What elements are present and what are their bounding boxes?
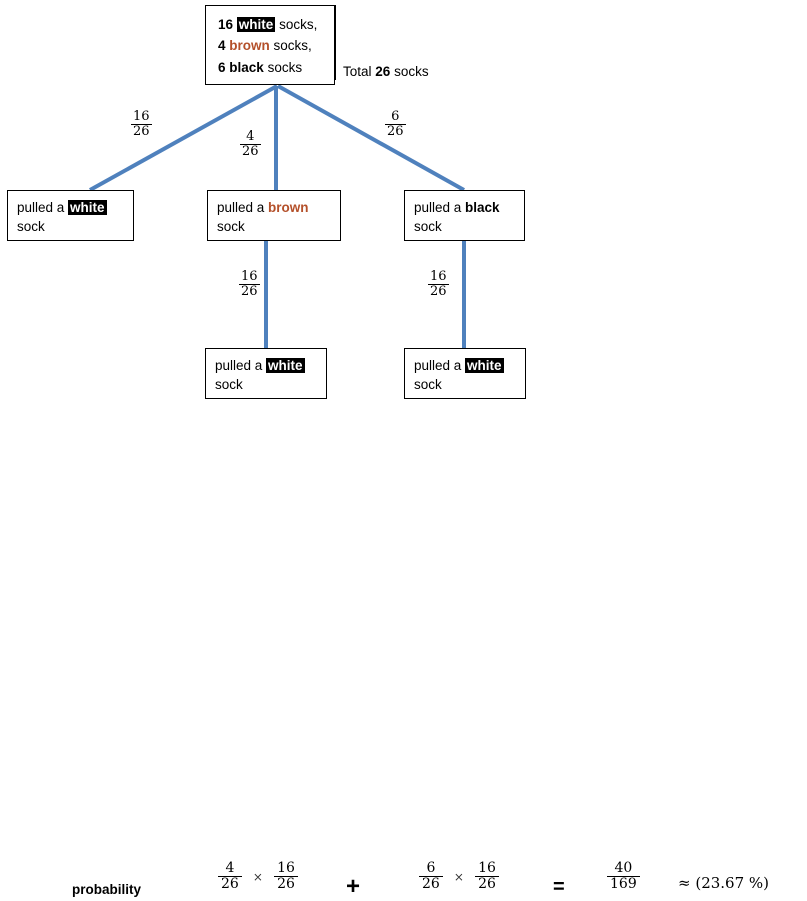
- equation-term-1: 4 26 × 16 26: [218, 860, 298, 892]
- total-prefix: Total: [343, 64, 376, 79]
- edge-label-root-black-num: 6: [391, 109, 400, 124]
- edge-label-root-brown: 4 26: [240, 129, 261, 160]
- root-white-count: 16: [218, 17, 234, 32]
- edge-label-black-white-num: 16: [430, 269, 447, 284]
- equation-label: probability: [72, 882, 142, 897]
- node-brown-line2: sock: [217, 219, 245, 235]
- equation-result-fraction: 40 169: [607, 860, 640, 892]
- term1-f1-num: 4: [225, 860, 235, 876]
- term1-fraction-2: 16 26: [274, 860, 298, 892]
- total-socks-label: Total 26 socks: [343, 64, 429, 79]
- equation-equals-symbol: =: [553, 876, 565, 898]
- term2-times-symbol: ×: [453, 869, 464, 884]
- node-brown-prefix: pulled a: [217, 200, 269, 215]
- edge-label-black-white: 16 26: [428, 269, 449, 300]
- edge-label-root-white-den: 26: [131, 124, 152, 140]
- node-white-2-line2: sock: [215, 377, 243, 393]
- edge-label-root-brown-num: 4: [246, 129, 255, 144]
- root-black-count: 6: [218, 59, 226, 75]
- root-brown-tail: socks,: [269, 38, 312, 54]
- tree-edges: [89, 84, 466, 348]
- node-white-1-word: white: [68, 200, 107, 215]
- edge-label-root-black-den: 26: [385, 124, 406, 140]
- root-black-word: black: [229, 59, 264, 75]
- root-white-tail: socks,: [275, 17, 318, 32]
- result-fraction: 40 169: [607, 860, 640, 892]
- node-white-3-word: white: [465, 358, 504, 373]
- node-pulled-black: pulled a black sock: [404, 190, 525, 241]
- total-count: 26: [375, 64, 391, 79]
- term2-f2-num: 16: [478, 860, 496, 876]
- node-white-1-prefix: pulled a: [17, 200, 69, 215]
- term2-f1-den: 26: [419, 876, 443, 892]
- node-pulled-white-1: pulled a white sock: [7, 190, 134, 241]
- root-line-brown: 4 brown socks,: [218, 35, 334, 56]
- result-denominator: 169: [607, 876, 640, 892]
- root-white-word: white: [236, 17, 276, 32]
- edge-label-root-white-num: 16: [133, 109, 150, 124]
- term2-fraction-1: 6 26: [419, 860, 443, 892]
- root-line-white: 16 white socks,: [218, 14, 334, 35]
- equation-approx-percent: ≈ (23.67 %): [678, 874, 770, 892]
- term1-times-symbol: ×: [252, 869, 263, 884]
- total-suffix: socks: [390, 64, 429, 79]
- term1-f2-num: 16: [277, 860, 295, 876]
- term2-f2-den: 26: [475, 876, 499, 892]
- root-black-tail: socks: [263, 59, 303, 75]
- node-white-3-line2: sock: [414, 377, 442, 393]
- node-pulled-white-3: pulled a white sock: [404, 348, 526, 399]
- probability-equation: probability 4 26 × 16 26 + 6 26 × 16 26: [0, 424, 807, 900]
- edge-label-root-white: 16 26: [131, 109, 152, 140]
- node-black-word: black: [465, 200, 500, 215]
- node-brown-line1: pulled a brown: [217, 198, 340, 217]
- node-pulled-white-2: pulled a white sock: [205, 348, 327, 399]
- root-brown-count: 4: [218, 38, 226, 54]
- node-white-3-prefix: pulled a: [414, 358, 466, 373]
- root-node-sock-counts: 16 white socks, 4 brown socks, 6 black s…: [205, 5, 335, 85]
- edge-root-white: [89, 84, 278, 192]
- node-white-3-line1: pulled a white: [414, 356, 525, 375]
- root-brown-word: brown: [229, 38, 270, 54]
- root-box-right-rule: [335, 5, 336, 80]
- term1-f1-den: 26: [218, 876, 242, 892]
- root-line-black: 6 black socks: [218, 57, 334, 78]
- edge-label-root-black: 6 26: [385, 109, 406, 140]
- node-white-1-line2: sock: [17, 219, 45, 235]
- node-black-line1: pulled a black: [414, 198, 524, 217]
- node-white-2-line1: pulled a white: [215, 356, 326, 375]
- node-white-2-word: white: [266, 358, 305, 373]
- node-brown-word: brown: [268, 200, 309, 215]
- result-numerator: 40: [614, 860, 633, 876]
- node-black-prefix: pulled a: [414, 200, 466, 215]
- edge-label-brown-white-num: 16: [241, 269, 258, 284]
- edge-label-black-white-den: 26: [428, 284, 449, 300]
- equation-term-2: 6 26 × 16 26: [419, 860, 499, 892]
- term1-fraction-1: 4 26: [218, 860, 242, 892]
- edge-label-root-brown-den: 26: [240, 144, 261, 160]
- term2-fraction-2: 16 26: [475, 860, 499, 892]
- term2-f1-num: 6: [426, 860, 436, 876]
- edge-label-brown-white-den: 26: [239, 284, 260, 300]
- term1-f2-den: 26: [274, 876, 298, 892]
- node-white-2-prefix: pulled a: [215, 358, 267, 373]
- edge-root-black: [277, 84, 465, 192]
- tree-diagram-canvas: 16 white socks, 4 brown socks, 6 black s…: [0, 5, 807, 900]
- edge-label-brown-white: 16 26: [239, 269, 260, 300]
- equation-plus-symbol: +: [346, 873, 361, 900]
- node-pulled-brown: pulled a brown sock: [207, 190, 341, 241]
- node-white-1-line1: pulled a white: [17, 198, 133, 217]
- node-black-line2: sock: [414, 219, 442, 235]
